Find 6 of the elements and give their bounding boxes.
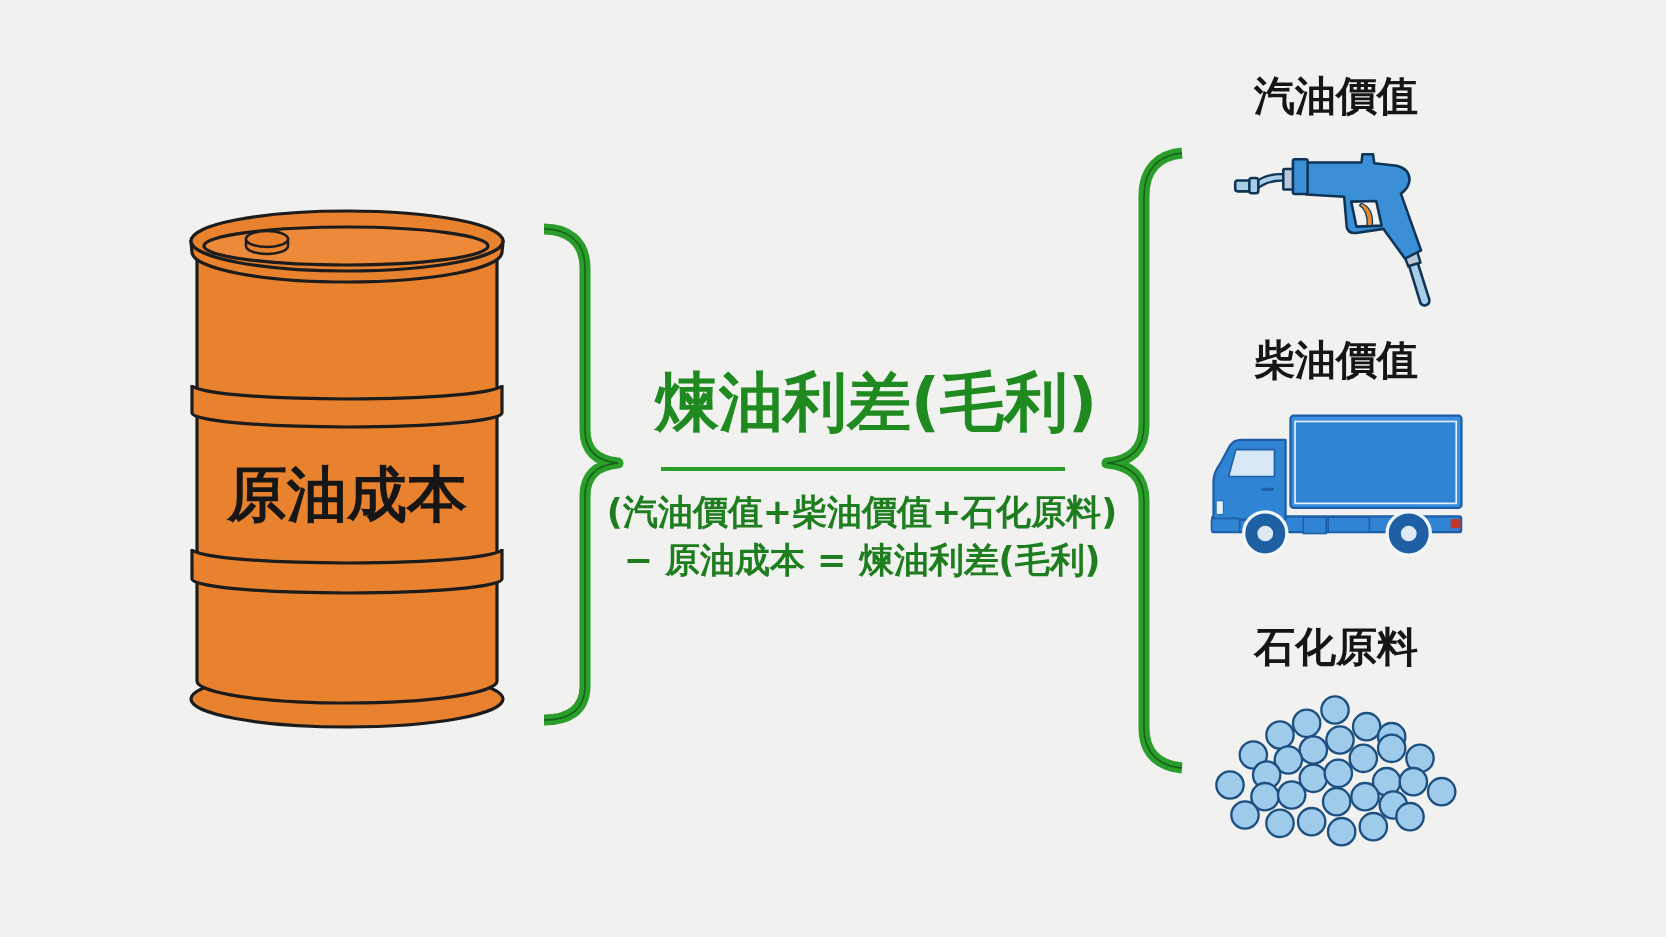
item-heading: 汽油價值 xyxy=(1254,73,1418,121)
formula-text: (汽油價值+柴油價值+石化原料) − 原油成本 = 煉油利差(毛利) xyxy=(605,491,1119,582)
heading: 煉油利差(毛利) xyxy=(654,366,1098,438)
barrel-label: 原油成本 xyxy=(227,459,467,529)
item-heading: 柴油價值 xyxy=(1254,337,1418,385)
item-heading: 石化原料 xyxy=(1254,624,1418,672)
